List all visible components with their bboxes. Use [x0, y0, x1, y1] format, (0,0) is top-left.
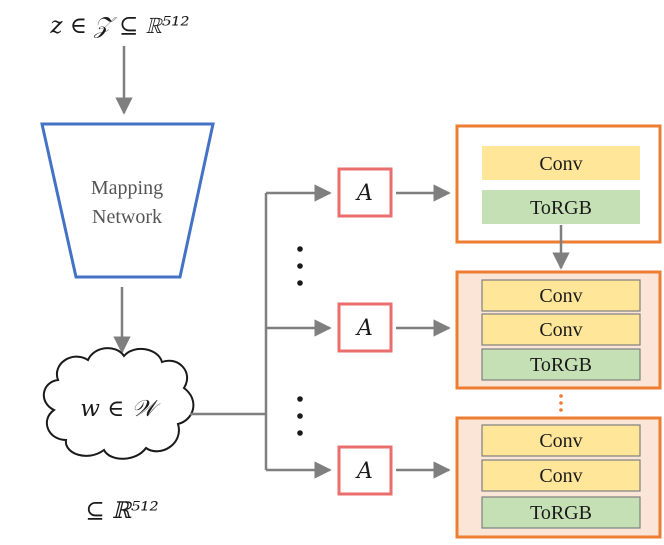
torgb-label: ToRGB — [530, 197, 592, 219]
latent-broadcast-lines — [190, 184, 332, 479]
branch-ellipsis-lower — [297, 396, 303, 436]
affine-label-2: A — [355, 316, 373, 341]
conv-label: Conv — [539, 285, 582, 307]
branch-ellipsis-upper — [297, 246, 303, 286]
intermediate-latent-label: w ∈ 𝒲 — [80, 396, 160, 422]
synthesis-block-2: Conv Conv ToRGB — [455, 270, 662, 390]
mapping-network: Mapping Network — [40, 122, 215, 279]
torgb-layer — [481, 496, 641, 529]
conv-label: Conv — [539, 153, 582, 175]
cloud-shape — [43, 347, 195, 460]
block-ellipsis-connector — [559, 394, 563, 412]
conv-layer — [481, 424, 641, 457]
torgb-layer — [481, 348, 641, 381]
affine-box-3: A — [337, 445, 393, 496]
mapping-network-label-line2: Network — [92, 206, 162, 228]
latent-subset-label: ⊆ ℝ⁵¹² — [85, 498, 158, 524]
conv-layer — [481, 279, 641, 312]
synthesis-block-1-frame — [455, 124, 662, 244]
affine-box-2: A — [337, 302, 393, 353]
conv-label: Conv — [539, 319, 582, 341]
mapping-network-label-line1: Mapping — [91, 177, 163, 199]
conv-layer — [481, 313, 641, 346]
affine-label-3: A — [355, 459, 373, 484]
latent-space-cloud: w ∈ 𝒲 — [43, 347, 195, 460]
conv-label: Conv — [539, 465, 582, 487]
input-latent-label: z ∈ 𝒵 ⊆ ℝ⁵¹² — [49, 13, 189, 39]
affine-label-1: A — [355, 181, 373, 206]
torgb-layer — [482, 190, 640, 224]
torgb-label: ToRGB — [530, 354, 592, 376]
conv-layer — [481, 459, 641, 492]
torgb-label: ToRGB — [530, 502, 592, 524]
conv-layer — [482, 146, 640, 180]
affine-box-1: A — [337, 167, 393, 218]
mapping-network-shape — [40, 122, 215, 279]
synthesis-block-1: Conv ToRGB — [455, 124, 662, 244]
synthesis-block-3: Conv Conv ToRGB — [455, 416, 662, 539]
conv-label: Conv — [539, 430, 582, 452]
